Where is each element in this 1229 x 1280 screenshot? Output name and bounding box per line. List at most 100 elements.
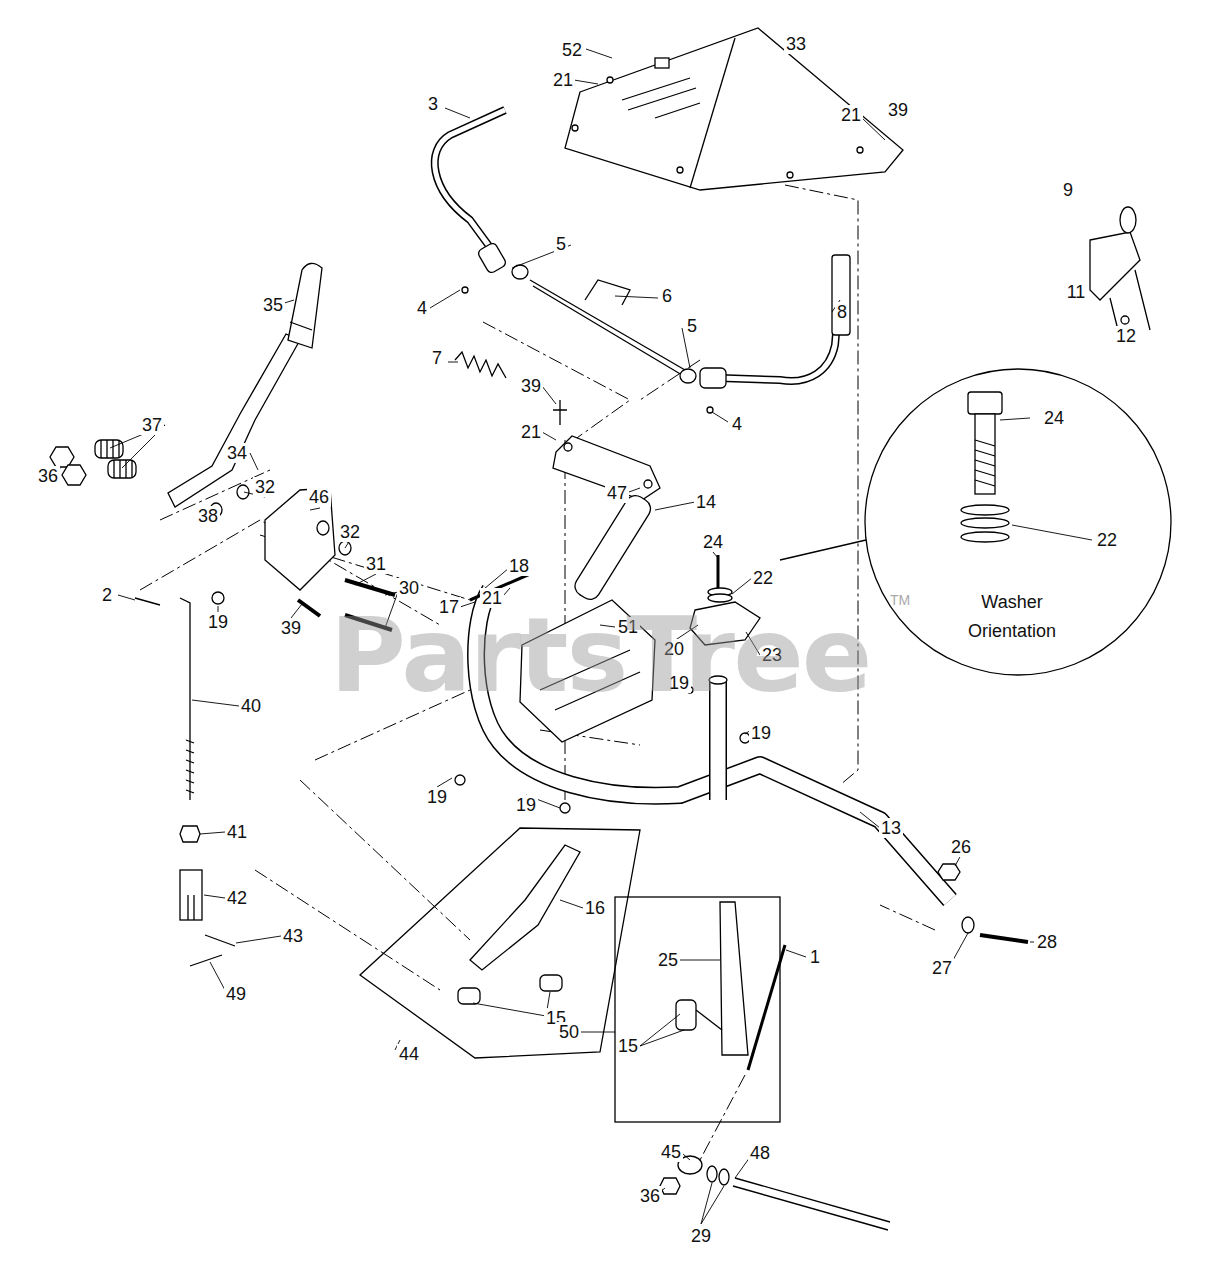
thread	[186, 740, 194, 793]
pedal	[720, 902, 748, 1055]
rod	[530, 280, 685, 375]
clevis	[180, 870, 202, 920]
bolt	[748, 945, 785, 1070]
plate	[565, 28, 903, 190]
rod-bracket	[585, 280, 630, 305]
callout-number: 38	[196, 506, 220, 526]
callout-number: 30	[397, 578, 421, 598]
detail-leader	[780, 540, 866, 560]
callout-number: 31	[364, 554, 388, 574]
callout-number: 3	[426, 94, 440, 114]
cable	[720, 265, 842, 381]
detail-caption: Washer Orientation	[945, 588, 1079, 646]
callout-number: 49	[224, 984, 248, 1004]
callout-number: 9	[1061, 180, 1075, 200]
bolt	[968, 392, 1002, 494]
callout-number: 43	[281, 926, 305, 946]
pin	[190, 935, 235, 966]
callout-number: 35	[261, 295, 285, 315]
callout-number: 41	[225, 822, 249, 842]
clip	[462, 287, 468, 293]
callout-number: 47	[605, 483, 629, 503]
callout-number: 36	[36, 466, 60, 486]
callout-number: 12	[1114, 326, 1138, 346]
assembly-outline	[615, 897, 780, 1122]
callout-number: 36	[638, 1186, 662, 1206]
grip	[571, 492, 654, 603]
callout-number: 24	[701, 532, 725, 552]
bolt	[980, 935, 1028, 942]
hex-nut	[660, 1178, 680, 1194]
callout-number: 39	[279, 618, 303, 638]
cable	[720, 265, 842, 381]
callout-number: 5	[554, 234, 568, 254]
callout-number: 32	[338, 522, 362, 542]
callout-number: 11	[1065, 282, 1088, 302]
callout-number: 26	[949, 837, 973, 857]
callout-number: 22	[1095, 530, 1119, 550]
hex-nut	[938, 864, 960, 880]
callout-number: 15	[616, 1036, 640, 1056]
bolt	[553, 400, 567, 425]
callout-number: 21	[551, 70, 575, 90]
callout-number: 16	[583, 898, 607, 918]
callout-number: 24	[1042, 408, 1066, 428]
callout-number: 39	[519, 376, 543, 396]
callout-number: 25	[656, 950, 680, 970]
callout-number: 46	[307, 487, 331, 507]
callout-number: 29	[689, 1226, 713, 1246]
pedal	[470, 845, 580, 970]
washer	[961, 505, 1009, 542]
washer	[962, 917, 974, 933]
nut	[212, 592, 224, 604]
callout-number: 28	[1035, 932, 1059, 952]
bushing	[680, 369, 696, 383]
callout-number: 34	[225, 443, 249, 463]
cable-sleeve	[832, 255, 850, 335]
callout-number: 5	[685, 316, 699, 336]
callout-number: 44	[397, 1044, 421, 1064]
callout-number: 7	[430, 348, 444, 368]
callout-number: 19	[425, 787, 449, 807]
callout-number: 37	[140, 415, 164, 435]
bolt	[717, 555, 720, 592]
callout-number: 6	[660, 286, 674, 306]
bracket	[265, 488, 335, 590]
callout-number: 19	[514, 795, 538, 815]
callout-number: 21	[839, 105, 863, 125]
callout-number: 52	[560, 40, 584, 60]
watermark: PartsTree	[328, 600, 872, 710]
callout-number: 19	[749, 723, 773, 743]
callout-number: 33	[784, 34, 808, 54]
trademark: TM	[888, 590, 912, 610]
cable-end	[700, 368, 726, 388]
leader-line	[58, 49, 1092, 1224]
callout-number: 19	[206, 612, 230, 632]
callout-number: 4	[730, 414, 744, 434]
washer	[237, 485, 249, 499]
callout-number: 40	[239, 696, 263, 716]
callout-number: 13	[879, 818, 903, 838]
callout-number: 4	[415, 298, 429, 318]
washer	[317, 521, 329, 535]
cable-end	[477, 242, 507, 275]
detail-circle	[865, 369, 1171, 675]
assembly-outline	[360, 828, 640, 1058]
callout-number: 50	[557, 1022, 581, 1042]
cable	[435, 110, 505, 250]
rod	[733, 1178, 890, 1230]
assembly-lines	[140, 185, 935, 1160]
throttle-assembly	[1090, 207, 1150, 330]
callout-number: 42	[225, 888, 249, 908]
hex-nut	[180, 826, 200, 842]
callout-number: 14	[694, 492, 718, 512]
lever	[168, 263, 322, 507]
callout-number: 27	[930, 958, 954, 978]
callout-number: 48	[748, 1143, 772, 1163]
callout-number: 39	[886, 100, 910, 120]
callout-number: 21	[519, 422, 543, 442]
callout-number: 22	[751, 568, 775, 588]
rod	[135, 598, 190, 800]
callout-number: 18	[507, 556, 531, 576]
callout-number: 2	[100, 585, 114, 605]
